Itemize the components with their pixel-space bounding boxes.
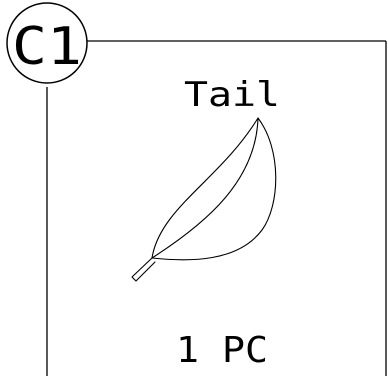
card-frame: [46, 40, 387, 376]
callout-bubble: C1: [6, 2, 88, 84]
leaf-stem: [131, 257, 156, 282]
callout-id: C1: [12, 17, 82, 77]
callout-circle: [6, 2, 88, 84]
leaf-midrib: [151, 117, 259, 259]
part-quantity: 1 PC: [176, 330, 268, 371]
leaf-outline: [151, 117, 277, 261]
leaf-icon: [131, 117, 277, 282]
part-name: Tail: [184, 75, 280, 115]
